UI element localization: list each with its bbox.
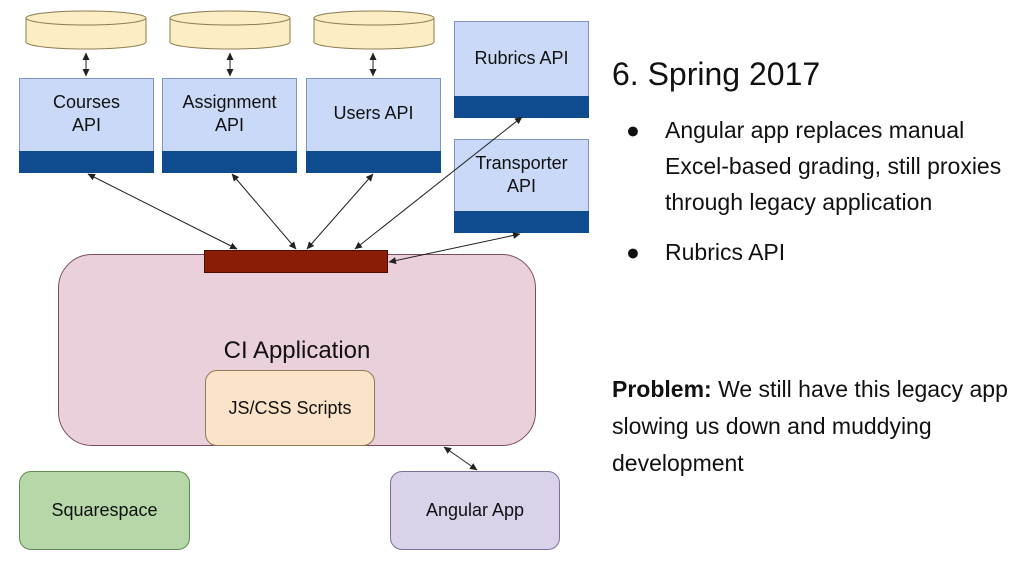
bullet-list: ● Angular app replaces manual Excel-base… xyxy=(612,112,1017,270)
users-proxy-arrow xyxy=(306,173,374,250)
bullet-dot-icon: ● xyxy=(626,239,640,265)
connector-arrows xyxy=(82,52,523,471)
assignment-api-label: Assignment API xyxy=(182,92,277,135)
problem-statement: Problem: We still have this legacy app s… xyxy=(612,371,1022,482)
courses-database xyxy=(25,10,147,50)
angular-ci-arrow xyxy=(443,446,478,471)
bullet-text: Angular app replaces manual Excel-based … xyxy=(665,117,1002,215)
slide-text-panel: 6. Spring 2017 ● Angular app replaces ma… xyxy=(612,54,1017,284)
bullet-item: ● Rubrics API xyxy=(612,234,1017,270)
js-css-scripts-box: JS/CSS Scripts xyxy=(205,370,375,446)
courses-proxy-arrow xyxy=(87,173,238,250)
squarespace-box: Squarespace xyxy=(19,471,190,550)
assignment-api: Assignment API xyxy=(162,78,297,173)
courses-api-band xyxy=(19,151,154,173)
rubrics-api: Rubrics API xyxy=(454,21,589,118)
bullet-text: Rubrics API xyxy=(665,239,786,265)
bullet-dot-icon: ● xyxy=(626,117,640,143)
squarespace-label: Squarespace xyxy=(51,500,158,520)
courses-api-label: Courses API xyxy=(52,92,121,135)
problem-text: We still have this legacy app slowing us… xyxy=(612,376,1008,476)
courses-api: Courses API xyxy=(19,78,154,173)
rubrics-proxy-arrow xyxy=(354,116,523,250)
slide-title: 6. Spring 2017 xyxy=(612,56,821,92)
angular-app-box: Angular App xyxy=(390,471,560,550)
rubrics-api-band xyxy=(454,96,589,118)
ci-application-label: CI Application xyxy=(223,337,371,364)
rubrics-api-label: Rubrics API xyxy=(474,48,569,68)
js-css-scripts-label: JS/CSS Scripts xyxy=(228,397,352,418)
angular-app-label: Angular App xyxy=(425,500,525,520)
assignment-database xyxy=(169,10,291,50)
proxy-bar xyxy=(204,250,388,273)
users-database xyxy=(313,10,435,50)
assignment-proxy-arrow xyxy=(231,173,297,250)
assignment-api-band xyxy=(162,151,297,173)
problem-label: Problem: xyxy=(612,376,712,402)
bullet-item: ● Angular app replaces manual Excel-base… xyxy=(612,112,1017,220)
architecture-diagram: Courses API Assignment API Users API Rub… xyxy=(19,10,589,550)
transporter-proxy-arrow xyxy=(388,232,521,264)
